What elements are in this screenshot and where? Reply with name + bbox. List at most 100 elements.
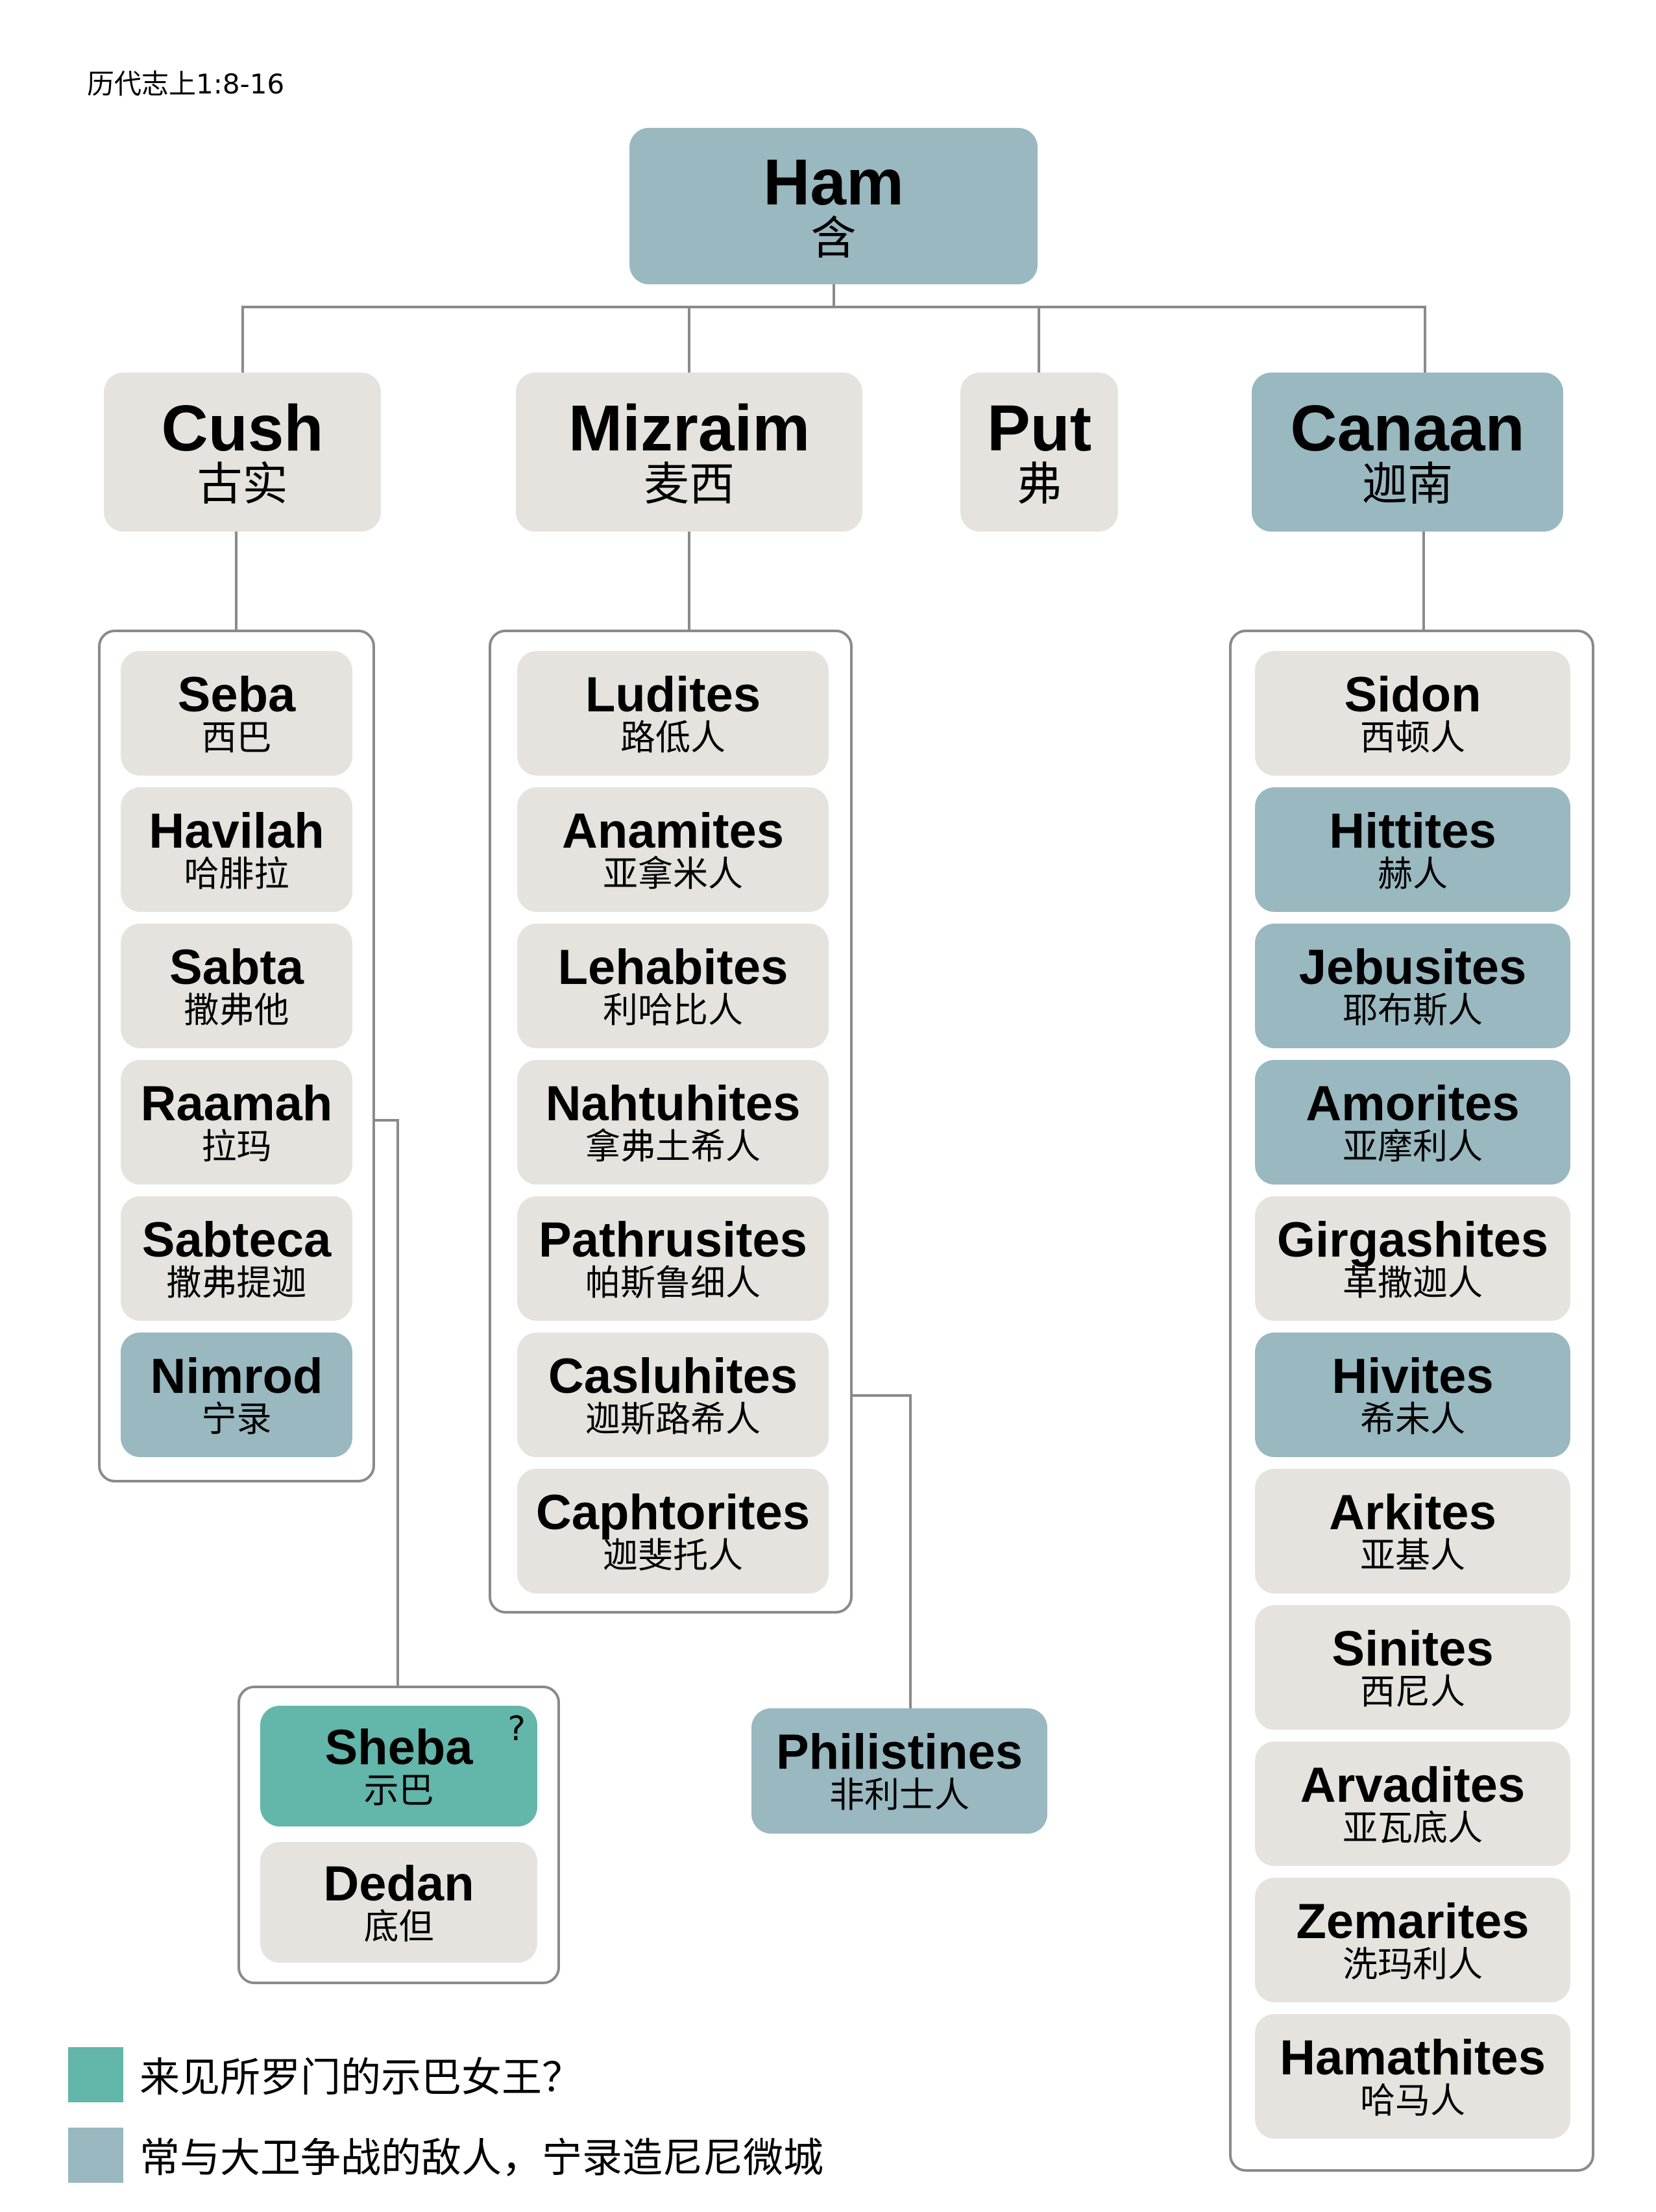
node-name-zh: 亚拿米人 (603, 853, 743, 894)
node-name-en: Amorites (1306, 1075, 1520, 1131)
legend-swatch-teal (68, 2047, 123, 2102)
node-put[interactable]: Put 弗 (960, 373, 1118, 532)
node-name-zh: 迦斯路希人 (585, 1398, 761, 1440)
node-name-en: Nahtuhites (545, 1075, 801, 1131)
node-dedan[interactable]: Dedan 底但 (260, 1842, 537, 1963)
node-name-zh: 西顿人 (1360, 717, 1465, 758)
node-name-en: Casluhites (548, 1348, 798, 1404)
node-name-en: Cush (161, 391, 324, 465)
node-name-zh: 迦斐托人 (603, 1534, 743, 1576)
node-name-zh: 示巴 (363, 1769, 434, 1811)
connector-casluhites-v (909, 1394, 912, 1708)
node-name-en: Put (986, 391, 1092, 465)
node-name-zh: 亚基人 (1360, 1534, 1465, 1576)
node-name-en: Sinites (1332, 1621, 1494, 1677)
node-name-zh: 弗 (1016, 457, 1062, 511)
node-name-en: Hivites (1332, 1348, 1494, 1404)
node-name-zh: 古实 (197, 457, 288, 511)
node-name-zh: 拉玛 (201, 1125, 272, 1167)
node-name-zh: 利哈比人 (603, 989, 743, 1031)
node-sheba[interactable]: ? Sheba 示巴 (260, 1706, 537, 1826)
node-cush[interactable]: Cush 古实 (104, 373, 381, 532)
connector-sons-bar (241, 306, 1426, 308)
node-name-en: Seba (177, 667, 296, 722)
node-name-zh: 亚瓦底人 (1343, 1807, 1483, 1849)
node-name-en: Girgashites (1276, 1212, 1549, 1268)
node-name-zh: 路低人 (620, 717, 725, 758)
node-name-zh: 麦西 (644, 457, 735, 511)
uncertain-marker: ? (507, 1710, 526, 1749)
node-name-en: Mizraim (568, 391, 810, 465)
node-name-zh: 撒弗他 (184, 989, 289, 1031)
node-name-zh: 洗玛利人 (1343, 1943, 1483, 1985)
node-name-zh: 宁录 (201, 1398, 272, 1440)
node-name-zh: 耶布斯人 (1343, 989, 1483, 1031)
node-name-en: Sabta (169, 939, 304, 995)
node-name-en: Arkites (1329, 1484, 1496, 1540)
node-name-en: Sidon (1344, 667, 1481, 722)
legend-swatch-blue (68, 2128, 123, 2183)
connector-raamah-v (396, 1119, 399, 1686)
connector-cush-down (235, 532, 237, 630)
node-name-en: Philistines (775, 1725, 1023, 1780)
connector-casluhites-h (829, 1394, 912, 1397)
node-name-zh: 非利士人 (829, 1775, 969, 1816)
connector-cush-up (241, 306, 244, 373)
legend-label-enemies: 常与大卫争战的敌人，宁录造尼尼微城 (140, 2134, 824, 2181)
node-ham[interactable]: Ham 含 (629, 128, 1038, 284)
node-name-zh: 革撒迦人 (1343, 1262, 1483, 1303)
node-name-en: Hamathites (1280, 2030, 1546, 2085)
connector-mizraim-up (688, 306, 690, 373)
node-name-zh: 迦南 (1362, 457, 1453, 511)
node-name-zh: 底但 (363, 1906, 434, 1947)
node-name-en: Caphtorites (535, 1484, 810, 1540)
node-name-zh: 含 (810, 211, 857, 265)
node-name-en: Nimrod (150, 1348, 323, 1404)
node-name-en: Canaan (1290, 391, 1525, 465)
connector-put-up (1038, 306, 1040, 373)
node-name-en: Dedan (323, 1856, 474, 1911)
node-name-en: Ludites (585, 667, 761, 722)
node-name-en: Sheba (324, 1719, 473, 1775)
legend-label-sheba: 来见所罗门的示巴女王？ (140, 2054, 583, 2101)
node-name-zh: 拿弗土希人 (585, 1125, 761, 1167)
node-name-zh: 西巴 (201, 717, 272, 758)
node-name-en: Hittites (1329, 803, 1496, 859)
connector-canaan-down (1422, 532, 1425, 630)
node-philistines[interactable]: Philistines 非利士人 (751, 1708, 1047, 1834)
node-name-zh: 帕斯鲁细人 (585, 1262, 761, 1303)
node-name-en: Havilah (149, 803, 324, 859)
node-name-zh: 希未人 (1360, 1398, 1465, 1440)
node-name-zh: 哈马人 (1360, 2080, 1465, 2121)
node-name-zh: 哈腓拉 (184, 853, 289, 894)
connector-ham-down (833, 284, 835, 308)
node-name-zh: 西尼人 (1360, 1671, 1465, 1712)
connector-mizraim-down (688, 532, 690, 630)
node-mizraim[interactable]: Mizraim 麦西 (516, 373, 862, 532)
node-canaan[interactable]: Canaan 迦南 (1252, 373, 1563, 532)
